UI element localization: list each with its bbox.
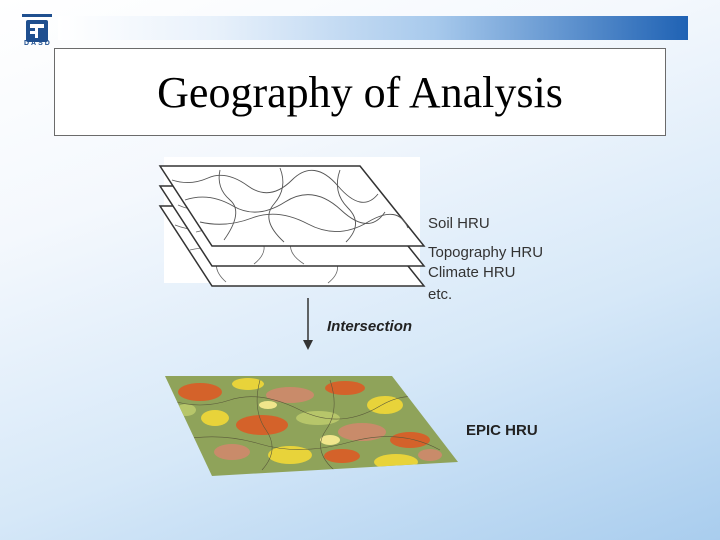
organization-logo	[22, 14, 52, 42]
intersection-label: Intersection	[327, 318, 413, 335]
epic-hru-label: EPIC HRU	[466, 422, 538, 439]
layer-label-etc: etc.	[428, 286, 453, 303]
intersection-arrow	[303, 298, 313, 350]
layer-label-climate: Climate HRU	[428, 264, 516, 281]
soil-layer	[158, 165, 426, 247]
slide-title: Geography of Analysis	[157, 67, 563, 117]
header-gradient-bar	[58, 16, 688, 40]
layer-label-topography: Topography HRU	[428, 244, 544, 261]
epic-hru-map	[165, 376, 458, 476]
title-box: Geography of Analysis	[54, 48, 666, 136]
logo-text: DASD	[24, 40, 52, 47]
layer-label-soil: Soil HRU	[428, 215, 490, 232]
